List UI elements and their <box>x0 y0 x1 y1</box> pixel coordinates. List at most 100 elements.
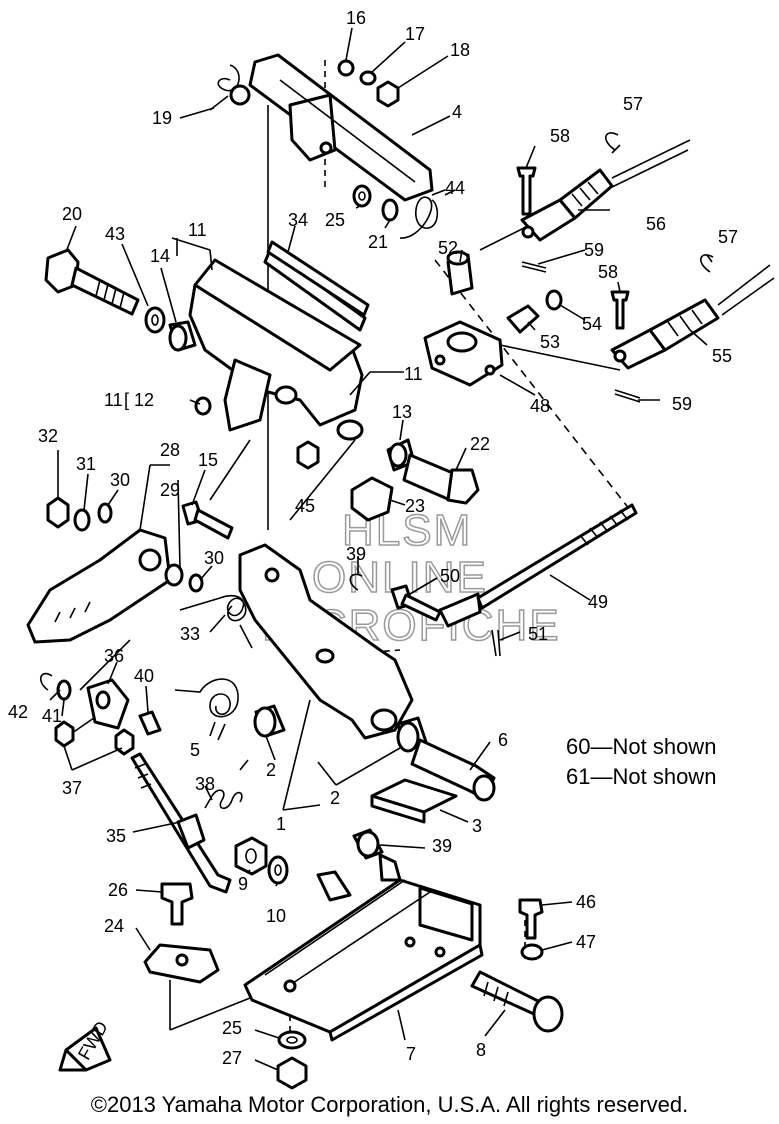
part-28-pedal-arm <box>26 528 172 644</box>
leader-lines <box>49 27 713 1071</box>
part-29-collar <box>164 563 184 587</box>
part-30-ring-lower <box>188 573 204 593</box>
label-19: 19 <box>152 108 172 128</box>
label-33: 33 <box>180 624 200 644</box>
part-49-rod <box>438 503 638 628</box>
label-1: 1 <box>276 814 286 834</box>
part-5-spring <box>174 678 239 741</box>
label-36: 36 <box>104 646 124 666</box>
part-40-pin <box>138 710 162 736</box>
part-37-nut-right <box>114 728 135 756</box>
label-20: 20 <box>62 204 82 224</box>
label-57-lower: 57 <box>718 227 738 247</box>
part-24-plate <box>143 943 220 984</box>
label-53: 53 <box>540 332 560 352</box>
part-57-clip-lower <box>700 254 714 273</box>
label-35: 35 <box>106 826 126 846</box>
part-43-washer <box>144 306 166 334</box>
label-21: 21 <box>368 232 388 252</box>
label-42: 42 <box>8 702 28 722</box>
part-47-washer <box>520 943 544 961</box>
part-38-spring <box>204 759 249 810</box>
label-11-left: 11 <box>104 390 123 410</box>
label-3: 3 <box>472 816 482 836</box>
label-29: 29 <box>160 480 180 500</box>
part-37-nut-left <box>54 720 75 748</box>
part-13-bushing <box>386 438 416 472</box>
label-41: 41 <box>42 706 62 726</box>
label-48: 48 <box>530 396 550 416</box>
label-8: 8 <box>476 1040 486 1060</box>
label-54: 54 <box>582 314 602 334</box>
label-52: 52 <box>438 238 458 258</box>
part-17-washer <box>359 70 377 86</box>
label-4: 4 <box>452 102 462 122</box>
label-50: 50 <box>440 566 460 586</box>
label-32: 32 <box>38 426 58 446</box>
part-16-cap <box>337 59 355 77</box>
label-58-lower: 58 <box>598 262 618 282</box>
part-20-bolt <box>44 248 140 316</box>
note-60-text: Not shown <box>612 734 717 759</box>
label-59-upper: 59 <box>584 240 604 260</box>
label-44: 44 <box>445 178 465 198</box>
part-46-bolt <box>518 898 544 940</box>
part-39-clip-upper <box>349 573 363 591</box>
part-53-bushing <box>506 304 540 334</box>
part-25-washer <box>352 184 372 208</box>
part-4-top-bracket <box>248 53 434 202</box>
label-11-top: 11 <box>188 220 207 240</box>
part-14-bushing <box>168 320 197 352</box>
part-18-nut <box>376 80 400 108</box>
label-10: 10 <box>266 906 286 926</box>
part-33-spring <box>179 594 253 649</box>
label-37: 37 <box>62 778 82 798</box>
part-23-bracket <box>350 476 394 522</box>
part-59-cotter-lower <box>614 389 641 403</box>
part-35-rod <box>130 752 232 894</box>
part-6-sleeve <box>410 738 496 802</box>
label-59-lower: 59 <box>672 394 692 414</box>
label-56: 56 <box>646 214 666 234</box>
label-6: 6 <box>498 730 508 750</box>
note-61-number: 61 <box>566 764 591 789</box>
label-9: 9 <box>238 874 248 894</box>
part-21-collar <box>381 198 399 222</box>
part-48-bracket <box>423 320 504 387</box>
label-57-upper: 57 <box>623 94 643 114</box>
label-47: 47 <box>576 932 596 952</box>
label-31: 31 <box>76 454 96 474</box>
note-61-text: Not shown <box>612 764 717 789</box>
part-57-clip-upper <box>605 132 619 151</box>
label-49: 49 <box>588 592 608 612</box>
label-58-upper: 58 <box>550 126 570 146</box>
label-bracket: [ <box>124 390 129 410</box>
label-40: 40 <box>134 666 154 686</box>
label-45: 45 <box>295 496 315 516</box>
label-28: 28 <box>160 440 180 460</box>
part-42-clip <box>40 672 53 691</box>
part-58-pin-lower <box>610 290 630 330</box>
label-24: 24 <box>104 916 124 936</box>
label-17: 17 <box>405 24 425 44</box>
part-54-nut <box>545 289 563 311</box>
note-61: 61—Not shown <box>566 764 717 789</box>
part-41-washer <box>56 679 72 701</box>
label-13: 13 <box>392 402 412 422</box>
label-25-lower: 25 <box>222 1018 242 1038</box>
label-30-lower: 30 <box>204 548 224 568</box>
part-22-bolt <box>402 453 480 505</box>
label-16: 16 <box>346 8 366 28</box>
part-11-arm-block <box>188 248 367 441</box>
part-44-spring <box>399 189 456 239</box>
label-51: 51 <box>528 624 548 644</box>
label-11-right: 11 <box>404 364 423 384</box>
part-36-clevis <box>86 678 130 730</box>
label-34: 34 <box>288 210 308 230</box>
part-26-bolt <box>160 882 194 926</box>
label-12: 12 <box>134 390 154 410</box>
part-58-pin-upper <box>516 166 537 216</box>
part-32-nut <box>46 496 70 529</box>
part-31-washer <box>73 508 91 532</box>
label-26: 26 <box>108 880 128 900</box>
